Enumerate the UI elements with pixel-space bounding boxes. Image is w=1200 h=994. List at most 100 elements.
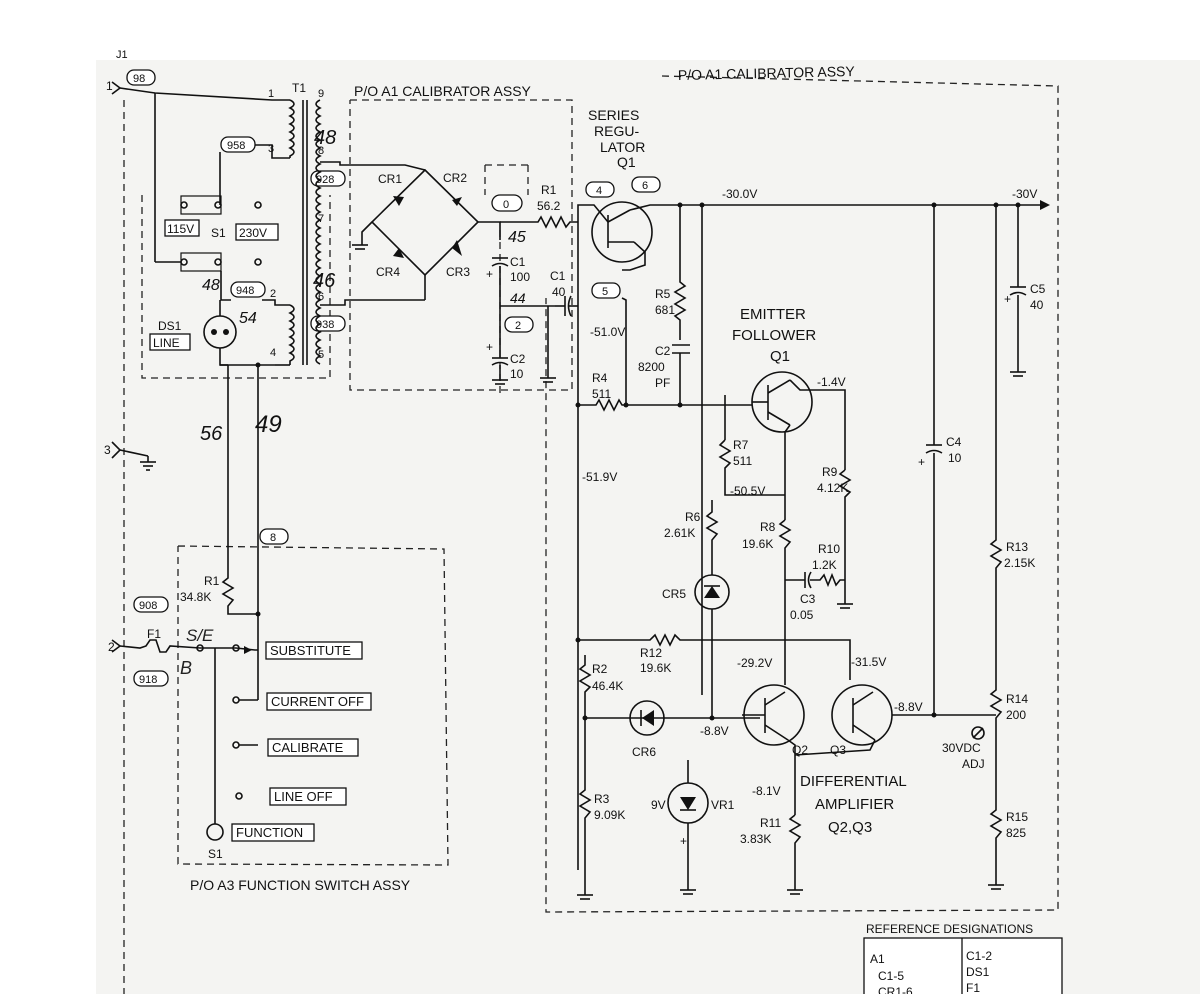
svg-text:2: 2 xyxy=(515,320,521,332)
svg-text:-30V: -30V xyxy=(1012,187,1037,201)
emitter-follower: R4 511 EMITTER FOLLOWER Q1 R7 511 R9 4.1… xyxy=(575,306,852,580)
svg-text:918: 918 xyxy=(139,674,157,686)
output-network: C4 10 + C5 40 + R13 2.15K R14 200 R15 82… xyxy=(918,205,1046,890)
svg-text:FOLLOWER: FOLLOWER xyxy=(732,327,816,344)
svg-text:2.61K: 2.61K xyxy=(664,526,695,540)
svg-text:C1-5: C1-5 xyxy=(878,969,904,983)
svg-text:9V: 9V xyxy=(651,798,666,812)
svg-text:9: 9 xyxy=(318,88,324,100)
svg-text:AMPLIFIER: AMPLIFIER xyxy=(815,796,894,813)
svg-text:4: 4 xyxy=(596,185,602,197)
svg-text:48: 48 xyxy=(314,127,336,149)
svg-text:T1: T1 xyxy=(292,81,306,95)
svg-text:C1-2: C1-2 xyxy=(966,949,992,963)
svg-text:REGU-: REGU- xyxy=(594,123,639,139)
function-switch: R1 34.8K F1 S1 SUBSTITUTE CURRENT OFF CA… xyxy=(119,572,372,861)
svg-text:SERIES: SERIES xyxy=(588,107,639,123)
svg-text:948: 948 xyxy=(236,285,254,297)
svg-text:C1: C1 xyxy=(550,269,566,283)
svg-text:511: 511 xyxy=(592,387,611,401)
svg-text:8200: 8200 xyxy=(638,360,665,374)
svg-text:LINE OFF: LINE OFF xyxy=(274,789,333,804)
svg-text:R11: R11 xyxy=(760,816,781,830)
svg-text:2: 2 xyxy=(270,288,276,300)
svg-text:938: 938 xyxy=(316,319,334,331)
svg-text:S1: S1 xyxy=(211,226,226,240)
svg-text:2: 2 xyxy=(108,640,115,654)
svg-text:56.2: 56.2 xyxy=(537,199,561,213)
svg-text:19.6K: 19.6K xyxy=(640,661,671,675)
svg-text:115V: 115V xyxy=(167,222,194,236)
svg-text:0: 0 xyxy=(503,199,509,211)
svg-text:DIFFERENTIAL: DIFFERENTIAL xyxy=(800,773,907,790)
svg-text:R3: R3 xyxy=(594,792,610,806)
cap-c1-40: C1 40 xyxy=(540,269,578,383)
svg-text:48: 48 xyxy=(202,277,220,294)
svg-text:-51.0V: -51.0V xyxy=(590,325,625,339)
wire-tags: 98 958 928 948 938 908 918 8 0 2 4 5 6 xyxy=(126,69,661,687)
r5-c2: R5 681 C2 8200 PF xyxy=(638,205,703,695)
svg-text:R1: R1 xyxy=(541,183,557,197)
svg-text:56: 56 xyxy=(200,423,223,445)
svg-text:Q2: Q2 xyxy=(792,743,808,757)
svg-text:10: 10 xyxy=(510,367,524,381)
svg-text:ADJ: ADJ xyxy=(962,757,985,771)
svg-text:C3: C3 xyxy=(800,592,816,606)
svg-text:S1: S1 xyxy=(208,847,223,861)
svg-text:681: 681 xyxy=(655,303,675,317)
svg-text:C1: C1 xyxy=(510,255,526,269)
svg-text:3: 3 xyxy=(268,143,274,155)
svg-text:F1: F1 xyxy=(966,981,980,994)
svg-text:54: 54 xyxy=(239,310,257,327)
lamp-ds1: DS1 LINE xyxy=(149,300,275,614)
svg-text:CR2: CR2 xyxy=(443,171,467,185)
svg-text:5: 5 xyxy=(602,286,608,298)
svg-text:40: 40 xyxy=(1030,298,1044,312)
svg-text:R2: R2 xyxy=(592,662,608,676)
zener-vr1: 9V VR1 + xyxy=(651,760,735,895)
svg-text:CR1-6: CR1-6 xyxy=(878,985,913,994)
reference-table: REFERENCE DESIGNATIONS A1 C1-5 CR1-6 C1-… xyxy=(863,922,1063,994)
svg-text:5: 5 xyxy=(318,349,324,361)
svg-text:SUBSTITUTE: SUBSTITUTE xyxy=(270,643,351,658)
svg-text:928: 928 xyxy=(316,174,334,186)
svg-text:2.15K: 2.15K xyxy=(1004,556,1035,570)
svg-text:CR1: CR1 xyxy=(378,172,402,186)
svg-text:46.4K: 46.4K xyxy=(592,679,623,693)
svg-text:+: + xyxy=(680,834,687,848)
transformer-t1: T1 1 3 2 4 9 8 7 6 5 xyxy=(119,81,426,366)
title-top: P/O A1 CALIBRATOR ASSY xyxy=(678,63,856,83)
svg-text:C2: C2 xyxy=(510,352,526,366)
svg-text:R8: R8 xyxy=(760,520,776,534)
test-voltages: -51.0V -1.4V -51.9V -50.5V -29.2V -31.5V… xyxy=(582,325,923,798)
svg-text:98: 98 xyxy=(133,73,145,85)
diff-amplifier: Q2 Q3 R11 3.83K DIFFERENTIAL AMPLIFIER Q… xyxy=(740,684,996,895)
svg-text:-8.8V: -8.8V xyxy=(700,724,729,738)
svg-text:CURRENT OFF: CURRENT OFF xyxy=(271,694,364,709)
svg-text:1.2K: 1.2K xyxy=(812,558,837,572)
svg-text:908: 908 xyxy=(139,600,157,612)
svg-text:-50.5V: -50.5V xyxy=(730,484,765,498)
r2-r12-cr6: R12 19.6K R2 46.4K CR6 R3 9.09K xyxy=(575,633,851,900)
svg-text:DS1: DS1 xyxy=(966,965,990,979)
svg-text:49: 49 xyxy=(255,411,282,438)
svg-text:1: 1 xyxy=(106,79,113,93)
svg-text:6: 6 xyxy=(318,291,324,303)
svg-text:-31.5V: -31.5V xyxy=(851,655,886,669)
svg-text:4: 4 xyxy=(270,347,276,359)
svg-text:+: + xyxy=(1004,292,1011,306)
svg-text:-51.9V: -51.9V xyxy=(582,470,617,484)
svg-text:3: 3 xyxy=(104,443,111,457)
svg-text:7: 7 xyxy=(318,213,324,225)
svg-text:DS1: DS1 xyxy=(158,319,182,333)
svg-text:-8.8V: -8.8V xyxy=(894,700,923,714)
svg-text:J1: J1 xyxy=(116,49,128,61)
svg-text:Q2,Q3: Q2,Q3 xyxy=(828,819,872,836)
svg-text:LATOR: LATOR xyxy=(600,139,645,155)
svg-text:CR4: CR4 xyxy=(376,265,400,279)
svg-text:LINE: LINE xyxy=(153,336,180,350)
svg-text:R10: R10 xyxy=(818,542,840,556)
svg-text:8: 8 xyxy=(318,145,324,157)
svg-text:R7: R7 xyxy=(733,438,749,452)
